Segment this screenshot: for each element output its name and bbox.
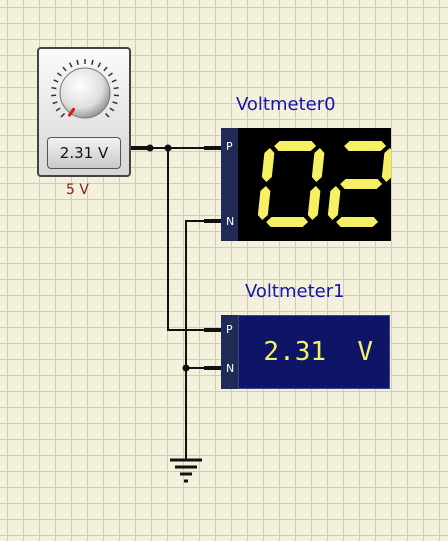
knob-tick [60,112,66,118]
knob-tick [103,66,108,72]
wire-p-branch [167,148,222,331]
digit-segment-c [307,186,321,220]
voltmeter0-display[interactable] [238,128,391,241]
junction-node [146,144,154,152]
digit-segment-g [340,179,383,189]
knob-tick [91,59,94,65]
voltmeter1-pin-p[interactable]: P [226,323,233,336]
knob-tick [97,62,102,68]
digit-segment-f [261,148,275,182]
digit-segment-d [336,217,379,227]
knob-tick [112,101,118,105]
knob-pointer [68,107,76,117]
knob-tick [113,86,119,90]
voltage-knob-icon[interactable] [49,55,121,133]
knob-tick [104,112,110,118]
source-value-button[interactable]: 2.31 V [47,137,121,169]
voltmeter1-pin-strip: P N [221,315,239,389]
voltmeter0-pin-p[interactable]: P [226,140,233,153]
source-rating-label: 5 V [66,182,89,198]
digit-segment-b [381,148,391,182]
source-value-text: 2.31 V [59,144,109,162]
knob-tick [51,86,57,90]
knob-tick [111,79,117,83]
voltmeter1-pin-n[interactable]: N [226,362,235,375]
knob-tick [53,79,59,83]
voltmeter0-label: Voltmeter0 [236,94,336,115]
knob-tick [68,62,73,68]
digit-segment-b [311,148,325,182]
digit-segment-d [266,217,309,227]
wire-vm0-n [185,220,222,460]
knob-tick [62,66,67,72]
knob-tick [52,101,58,105]
digit-segment-a [344,141,387,151]
junction-node [164,144,172,152]
junction-node [182,364,190,372]
ground-symbol [170,458,202,483]
variable-voltage-source[interactable]: 2.31 V [37,47,131,177]
voltmeter0-pin-n[interactable]: N [226,215,235,228]
knob-tick [109,107,115,112]
seven-segment-display [257,141,391,227]
digit-segment-a [274,141,317,151]
voltmeter0-pin-strip: P N [221,128,239,241]
knob-tick [76,59,79,65]
voltmeter1-reading: 2.31 V [263,337,373,367]
knob-tick [108,72,113,77]
digit-segment-e [257,186,271,220]
knob-tick [55,107,61,112]
voltmeter1-display[interactable]: 2.31 V [238,315,390,389]
digit-segment-e [327,186,341,220]
knob-tick [57,72,62,77]
voltmeter1-label: Voltmeter1 [245,281,345,302]
